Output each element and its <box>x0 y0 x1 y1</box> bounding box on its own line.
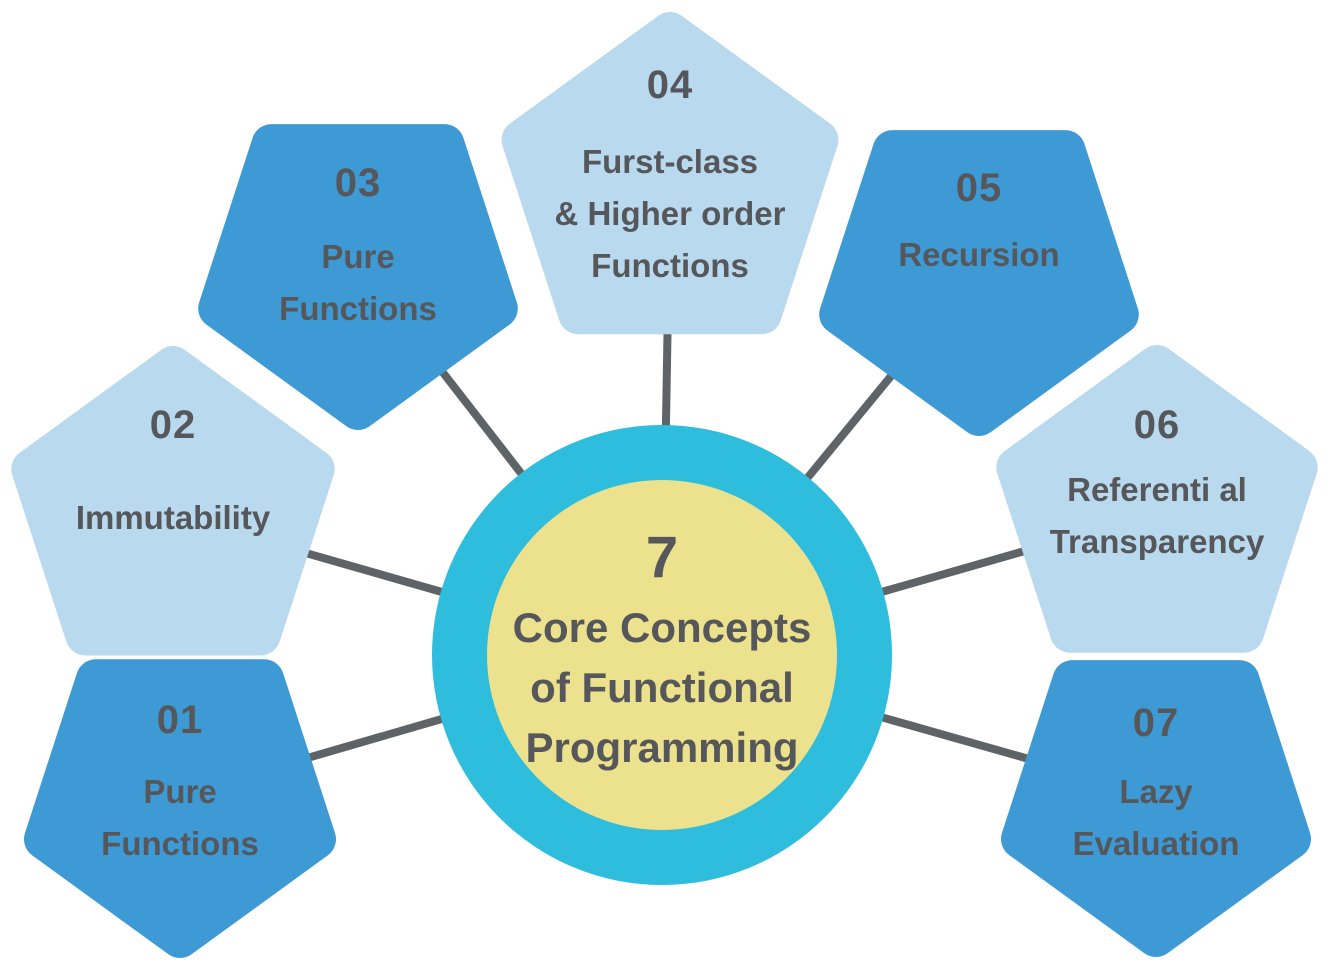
concept-06-label: Referenti al Transparency <box>1049 471 1265 560</box>
concept-pentagons <box>11 12 1318 958</box>
hub-inner-circle <box>487 480 837 830</box>
concept-05-label: Recursion <box>898 236 1060 273</box>
hub-number: 7 <box>645 525 679 590</box>
concept-01-number: 01 <box>156 698 204 742</box>
pentagon-06 <box>996 345 1318 653</box>
concept-06-number: 06 <box>1133 403 1181 447</box>
concept-03-label: Pure Functions <box>279 238 437 327</box>
concept-03-number: 03 <box>334 161 382 205</box>
concept-05-number: 05 <box>955 166 1003 210</box>
concept-04-label: Furst-class & Higher order Functions <box>554 143 786 284</box>
pentagon-05 <box>819 130 1139 436</box>
concept-01-label: Pure Functions <box>101 773 259 862</box>
hub-title: Core Concepts of Functional Programming <box>512 604 812 771</box>
pentagon-01 <box>24 659 336 958</box>
pentagon-02 <box>11 346 335 656</box>
concept-02-number: 02 <box>149 403 197 447</box>
concept-02-label: Immutability <box>75 499 271 536</box>
concept-04-number: 04 <box>646 63 694 107</box>
pentagon-04 <box>501 12 839 335</box>
concept-07-number: 07 <box>1132 701 1180 745</box>
pentagon-07 <box>1001 660 1311 957</box>
pentagon-03 <box>198 124 518 430</box>
concept-07-label: Lazy Evaluation <box>1072 773 1240 862</box>
